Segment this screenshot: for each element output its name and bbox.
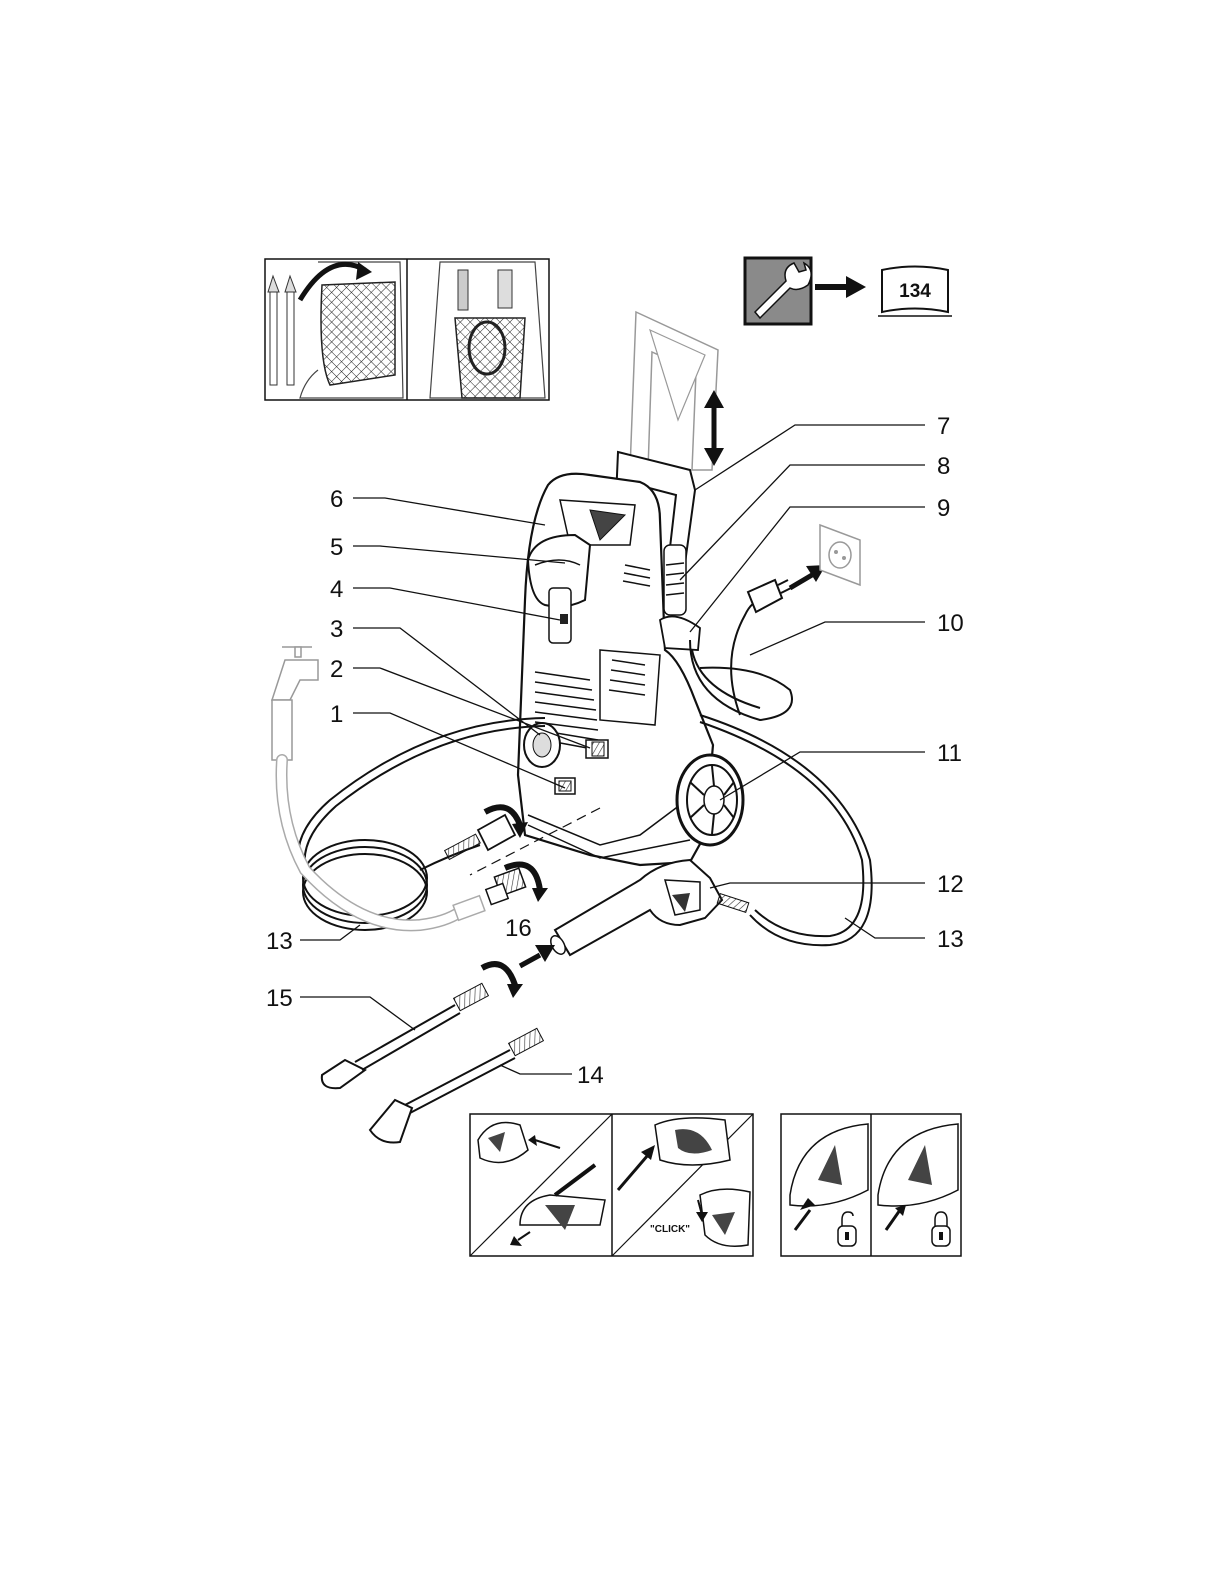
callout-10: 10 [937,610,964,637]
callout-12: 12 [937,871,964,898]
callout-13-right: 13 [937,926,964,953]
power-cord [690,598,792,720]
reference-page-number: 134 [899,281,931,302]
inset-mesh-bag-left [321,282,395,385]
callout-4: 4 [330,576,343,603]
maintenance-reference: 134 [745,258,952,324]
water-inlet [555,778,575,794]
callout-3: 3 [330,616,343,643]
callout-14: 14 [577,1062,604,1089]
high-pressure-outlet [586,740,608,758]
spray-lance [322,983,489,1088]
tap-icon [272,647,318,760]
callout-8: 8 [937,453,950,480]
callout-2: 2 [330,656,343,683]
storage-inset [265,259,549,400]
callout-5: 5 [330,534,343,561]
inset-mesh-bag-right [455,318,525,398]
lock-inset [781,1114,961,1256]
callout-1: 1 [330,701,343,728]
callout-11: 11 [937,740,962,767]
handle-extended-ghost [630,312,718,470]
wheel [677,755,743,845]
cord-hook [664,545,686,615]
callout-6: 6 [330,486,343,513]
spray-gun [548,860,749,957]
hose-connector [445,815,515,859]
click-label: "CLICK" [650,1224,690,1235]
callout-7: 7 [937,413,950,440]
callout-9: 9 [937,495,950,522]
callout-15: 15 [266,985,293,1012]
adapter [486,868,526,904]
socket-icon [820,525,860,585]
cord-exit [660,616,700,650]
callout-13-left: 13 [266,928,293,955]
rotate-arrowheads [507,822,548,998]
assembly-inset: "CLICK" [470,1114,753,1256]
pressure-washer-unit [518,452,743,865]
plug [748,580,791,612]
insert-arrow-icon [520,945,555,966]
callout-16: 16 [505,915,532,942]
